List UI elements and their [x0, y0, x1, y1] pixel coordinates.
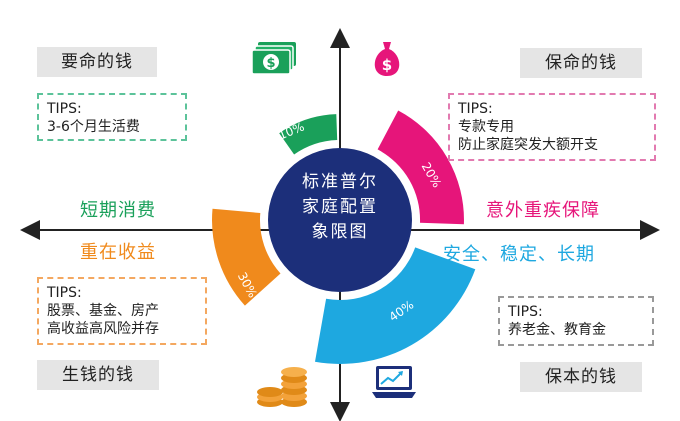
tips-heading: TIPS: — [47, 101, 82, 117]
cash-icon: $ — [251, 42, 296, 75]
segment-10-percent — [279, 114, 338, 155]
center-circle — [268, 148, 412, 292]
laptop-chart-icon — [372, 366, 416, 398]
axis-label-safe-stable-long-term: 安全、稳定、长期 — [443, 244, 595, 265]
tips-heading: TIPS: — [508, 304, 543, 320]
tips-line: 3-6个月生活费 — [47, 119, 140, 135]
center-title-line1: 标准普尔 — [302, 172, 378, 192]
tips-box-bottom-right: TIPS: 养老金、教育金 — [498, 296, 654, 346]
coin-stack-icon — [257, 367, 307, 407]
segment-20-percent — [377, 110, 464, 225]
quadrant-title-bottom-right: 保本的钱 — [520, 362, 642, 392]
tips-line: 防止家庭突发大额开支 — [458, 137, 598, 153]
tips-heading: TIPS: — [458, 101, 493, 117]
tips-line: 专款专用 — [458, 119, 514, 135]
quadrant-title-bottom-left: 生钱的钱 — [37, 360, 159, 390]
quadrant-title-top-right: 保命的钱 — [520, 48, 642, 78]
svg-text:$: $ — [266, 56, 275, 71]
axis-label-short-term-spending: 短期消费 — [80, 200, 156, 221]
segment-30-percent — [212, 208, 281, 306]
svg-text:$: $ — [382, 56, 392, 74]
center-title-line3: 象限图 — [311, 222, 369, 242]
quadrant-title-top-left: 要命的钱 — [37, 47, 157, 77]
tips-box-top-right: TIPS: 专款专用 防止家庭突发大额开支 — [448, 93, 656, 161]
tips-box-bottom-left: TIPS: 股票、基金、房产 高收益高风险并存 — [37, 277, 207, 345]
tips-line: 养老金、教育金 — [508, 322, 606, 338]
money-bag-icon: $ — [374, 42, 400, 76]
tips-line: 高收益高风险并存 — [47, 321, 159, 337]
tips-line: 股票、基金、房产 — [47, 303, 159, 319]
tips-box-top-left: TIPS: 3-6个月生活费 — [37, 93, 187, 141]
center-title: 标准普尔 家庭配置 象限图 — [270, 170, 410, 245]
segment-40-percent — [315, 247, 476, 364]
center-title-line2: 家庭配置 — [302, 197, 378, 217]
axis-label-accident-illness-protection: 意外重疾保障 — [486, 200, 600, 221]
axis-label-focus-on-returns: 重在收益 — [80, 242, 156, 263]
tips-heading: TIPS: — [47, 285, 82, 301]
